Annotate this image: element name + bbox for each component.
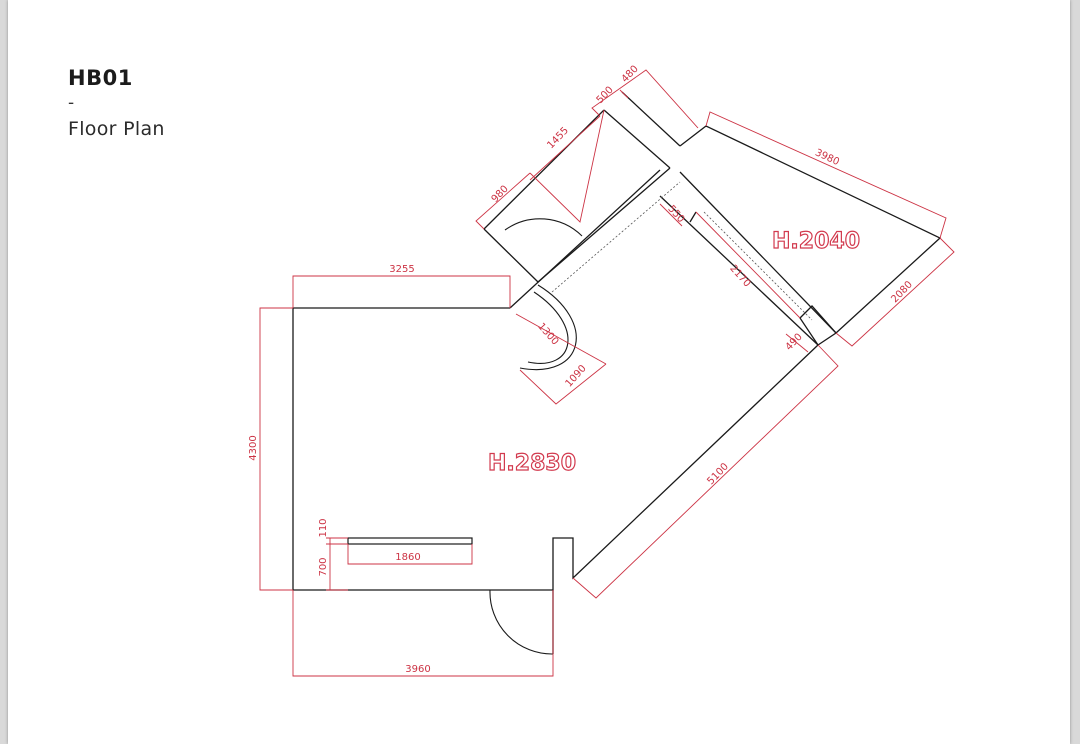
dim-shelf-depth: 110 <box>318 518 329 537</box>
hidden-line-a <box>551 181 681 293</box>
dimension-lines <box>259 69 955 677</box>
dim-line-shelf-length <box>347 544 473 565</box>
doors <box>489 218 583 655</box>
hidden-line-b <box>703 211 813 321</box>
upper-wall-b <box>621 91 681 147</box>
side-room-outline <box>679 125 942 334</box>
bottom-door-swing <box>489 589 554 655</box>
dim-line-passage-length <box>695 211 801 319</box>
upper-wall-a <box>603 109 671 169</box>
corridor-wall-left <box>509 169 661 309</box>
dim-line-corridor-length-b <box>529 115 601 181</box>
passage-end-wall <box>689 211 697 223</box>
side-room-height: H.2040 <box>772 229 860 254</box>
dim-door-depth: 1300 <box>535 321 560 347</box>
dim-upper-b: 480 <box>620 64 641 85</box>
hidden-lines <box>551 181 813 321</box>
dim-shelf-height: 700 <box>318 557 329 576</box>
main-wall-outline <box>292 307 819 591</box>
dim-line-upper <box>591 69 699 129</box>
dim-corridor-width: 980 <box>490 184 511 205</box>
plan-subtitle: Floor Plan <box>68 118 165 140</box>
corridor-wall-right <box>537 167 671 283</box>
dim-shelf-length: 1860 <box>395 552 420 563</box>
dim-passage-width: 550 <box>665 204 686 226</box>
dim-bottom-wall: 3960 <box>405 664 430 675</box>
dim-side-width: 2080 <box>889 279 915 305</box>
dim-line-top <box>292 275 511 308</box>
dim-line-diagonal <box>572 344 839 599</box>
corridor-door-swing <box>504 218 583 237</box>
shelf <box>347 537 473 545</box>
dim-line-corridor-width <box>475 172 531 230</box>
walls <box>292 91 942 654</box>
dim-line-passage-width <box>659 203 683 227</box>
plan-title: HB01 <box>68 66 133 90</box>
dim-line-side-width <box>835 237 955 347</box>
dim-line-door-width <box>519 363 607 405</box>
wall-block <box>799 305 837 346</box>
dim-line-corridor-length <box>529 109 605 223</box>
dim-line-left <box>259 307 293 591</box>
dim-passage-length: 2170 <box>727 263 752 289</box>
dim-upper-a: 500 <box>595 85 616 106</box>
dim-top-wall: 3255 <box>389 264 414 275</box>
dim-diagonal-wall: 5100 <box>705 461 731 487</box>
corridor-cap <box>483 109 605 230</box>
drawing-sheet <box>8 0 1070 744</box>
dim-line-door-depth <box>515 313 607 365</box>
curved-door-inner <box>527 291 569 364</box>
dim-line-wall-thickness <box>785 333 809 353</box>
dim-line-upper-tick <box>619 89 629 99</box>
dim-line-side-length <box>705 111 947 239</box>
main-room-height: H.2830 <box>488 451 576 476</box>
dim-left-wall: 4300 <box>248 435 259 460</box>
corridor-end-left <box>483 228 539 283</box>
passage-wall-a <box>659 195 819 346</box>
dim-door-width: 1090 <box>564 363 589 389</box>
title-block: HB01 - Floor Plan <box>68 66 165 140</box>
dim-line-bottom <box>292 590 554 677</box>
curved-door-swing <box>519 284 577 371</box>
title-separator: - <box>68 93 75 113</box>
passage-wall-b <box>679 171 837 334</box>
